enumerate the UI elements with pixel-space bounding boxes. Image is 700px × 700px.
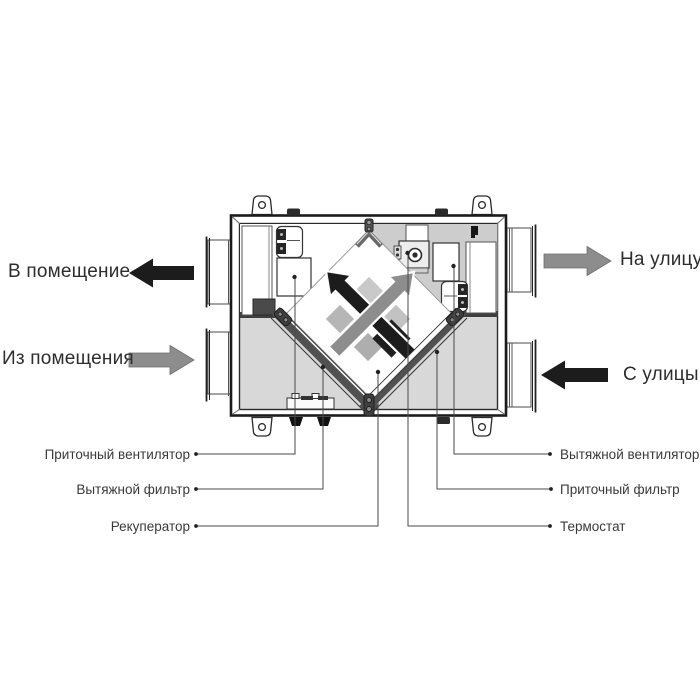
- bottom-feet: [289, 417, 331, 426]
- leader-supply-fan: [196, 277, 296, 455]
- supply-filter-strip: [368, 308, 460, 400]
- callout-thermostat: Термостат: [560, 519, 626, 534]
- leader-dots: [194, 250, 553, 528]
- leader-thermostat: [407, 253, 550, 527]
- callout-supply-filter: Приточный фильтр: [560, 482, 680, 497]
- duct-collar-right-top: [506, 224, 537, 298]
- core-exhaust-arrow: [327, 270, 416, 359]
- bolt-nub-bottom-right: [437, 417, 450, 424]
- clamp-left-vertex: [273, 307, 293, 327]
- callout-exhaust-filter: Вытяжной фильтр: [76, 482, 190, 497]
- supply-fan-motor: [275, 225, 304, 259]
- thermostat: [393, 224, 430, 274]
- core-channel-left: [270, 307, 379, 416]
- label-to-room: В помещение: [8, 261, 131, 282]
- leader-supply-filter: [436, 352, 551, 490]
- mounting-bracket-bottom-left: [251, 416, 273, 437]
- leader-lines: [196, 253, 551, 527]
- label-to-street: На улицу: [620, 249, 700, 270]
- callout-recuperator: Рекуператор: [110, 519, 190, 534]
- label-from-room: Из помещения: [2, 348, 134, 369]
- mounting-bracket-top-right: [471, 195, 493, 216]
- arrow-to-room: [129, 258, 194, 288]
- leader-recuperator: [196, 372, 379, 527]
- clamp-right-vertex: [445, 307, 465, 327]
- callout-supply-fan: Приточный вентилятор: [44, 447, 190, 462]
- bolt-nub-top-right: [435, 208, 448, 216]
- leader-exhaust-fan: [453, 266, 550, 455]
- mounting-bracket-top-left: [251, 195, 273, 216]
- duct-collar-left-bottom: [205, 328, 233, 402]
- mounting-bracket-bottom-right: [471, 416, 493, 437]
- core-channel-right: [359, 307, 468, 416]
- arrow-from-room: [128, 344, 195, 376]
- arrow-to-street: [543, 245, 612, 277]
- right-access-panel: [465, 241, 497, 314]
- duct-collar-left-top: [205, 236, 233, 308]
- clamp-bottom-vertex: [363, 393, 375, 417]
- clamp-top-vertex: [355, 218, 383, 248]
- exhaust-filter-strip: [278, 309, 372, 402]
- left-dark-box: [252, 298, 276, 316]
- corner-step: [471, 226, 478, 238]
- arrow-from-street: [541, 360, 608, 390]
- bolt-nub-top-left: [287, 208, 300, 216]
- duct-collar-right-bottom: [506, 339, 537, 413]
- callout-exhaust-fan: Вытяжной вентилятор: [560, 447, 700, 462]
- leader-exhaust-filter: [196, 367, 324, 490]
- divider-right: [452, 311, 498, 317]
- label-from-street: С улицы: [623, 364, 699, 385]
- exhaust-fan: [432, 242, 460, 282]
